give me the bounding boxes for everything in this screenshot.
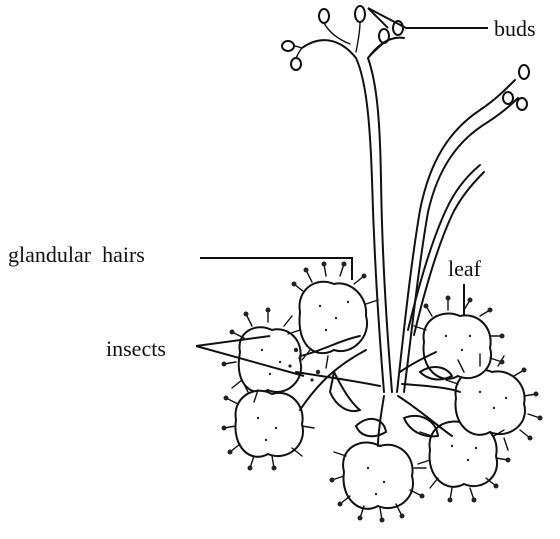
insects-label: insects (106, 336, 166, 361)
glandular-hairs-label: glandular hairs (8, 242, 145, 267)
leaf-upper-left (299, 282, 367, 353)
leaf-bottom (343, 442, 413, 508)
leaf-upper-right (423, 314, 491, 379)
glandular-hairs-leader (200, 258, 352, 280)
flower-buds (282, 6, 529, 110)
buds-label: buds (494, 16, 536, 41)
leaf-label: leaf (448, 256, 482, 281)
leaf-lower-left (235, 391, 303, 457)
leaf-right (455, 370, 525, 435)
